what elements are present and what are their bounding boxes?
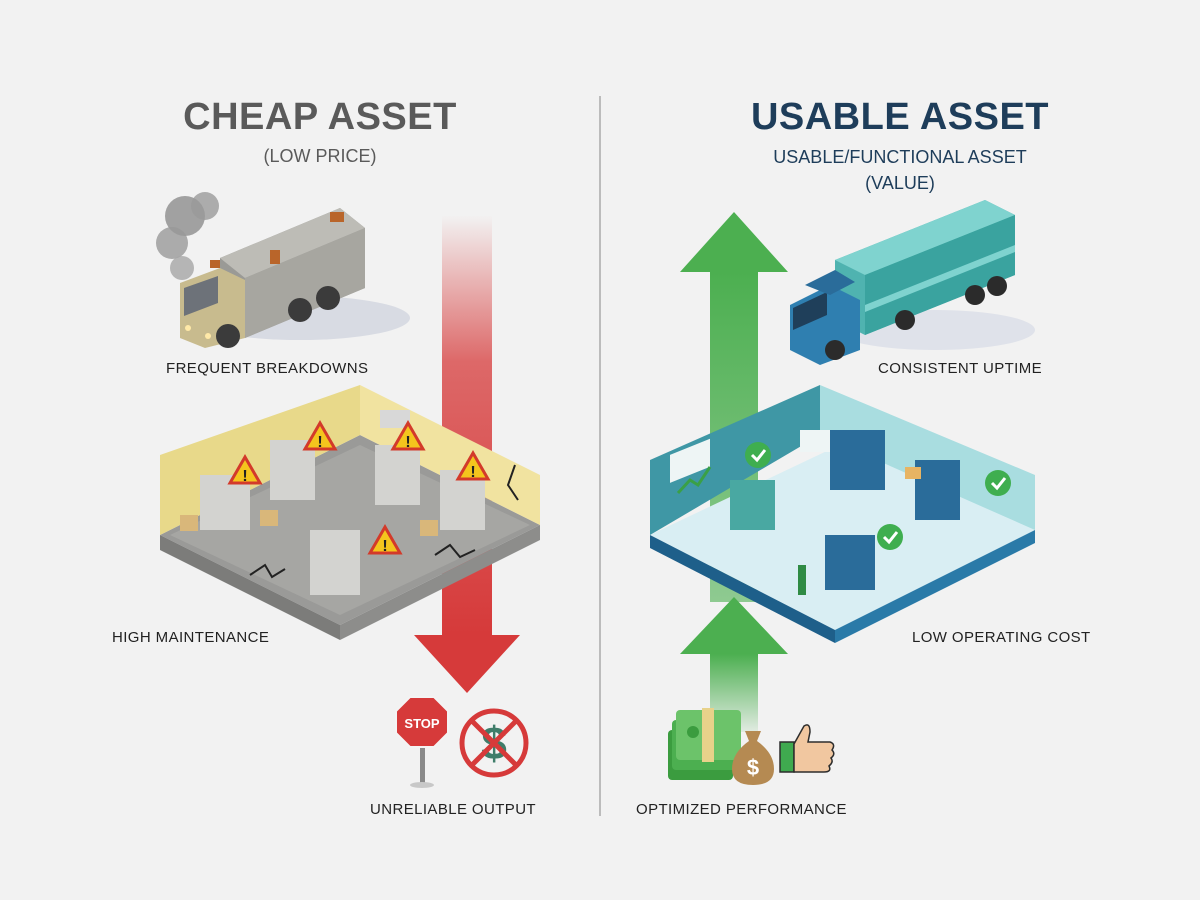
svg-text:!: ! <box>242 468 247 485</box>
efficient-factory-icon <box>650 385 1035 643</box>
frequent-breakdowns-label: FREQUENT BREAKDOWNS <box>166 360 369 377</box>
usable-asset-subtitle-line2: (VALUE) <box>865 173 935 193</box>
modern-truck-icon <box>790 200 1035 365</box>
unreliable-output-label: UNRELIABLE OUTPUT <box>370 801 536 818</box>
cheap-asset-title: CHEAP ASSET <box>183 96 457 138</box>
no-money-icon: $ <box>459 708 529 778</box>
svg-text:!: ! <box>382 538 387 555</box>
svg-text:!: ! <box>317 434 322 451</box>
center-divider <box>599 96 601 816</box>
broken-factory-icon: !!!!! <box>160 385 540 640</box>
cheap-asset-subtitle: (LOW PRICE) <box>263 146 377 166</box>
optimized-performance-label: OPTIMIZED PERFORMANCE <box>636 801 847 818</box>
thumbs-up-icon <box>779 724 835 773</box>
usable-asset-subtitle-line1: USABLE/FUNCTIONAL ASSET <box>773 147 1027 167</box>
svg-text:$: $ <box>747 755 759 780</box>
svg-text:!: ! <box>405 434 410 451</box>
consistent-uptime-label: CONSISTENT UPTIME <box>878 360 1043 377</box>
stop-sign-icon: STOP <box>395 696 449 788</box>
svg-text:STOP: STOP <box>404 716 439 731</box>
money-stack-icon <box>668 708 741 780</box>
usable-asset-subtitle: USABLE/FUNCTIONAL ASSET (VALUE) <box>700 144 1100 196</box>
low-operating-cost-label: LOW OPERATING COST <box>912 629 1091 646</box>
rusty-truck-icon <box>156 192 410 348</box>
usable-asset-title: USABLE ASSET <box>750 96 1050 138</box>
money-bag-icon: $ <box>732 731 774 785</box>
high-maintenance-label: HIGH MAINTENANCE <box>112 629 270 646</box>
svg-text:!: ! <box>470 464 475 481</box>
